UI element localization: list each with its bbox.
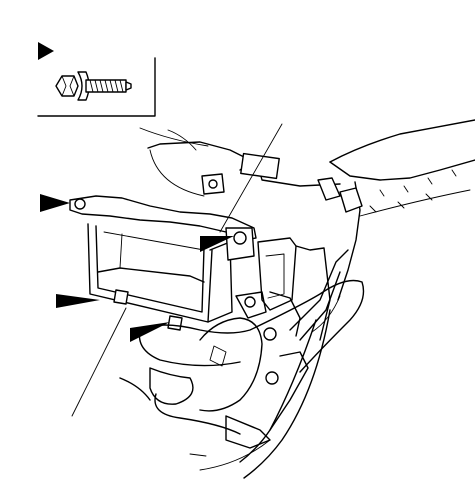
seat-cushion [139, 279, 365, 373]
pocket-tab-left [113, 289, 129, 305]
lower-bracket [225, 415, 271, 449]
dashboard-body [139, 119, 475, 301]
callout-arrow-lower-left [56, 294, 100, 308]
pocket-side-wall [207, 241, 233, 323]
callout-arrows [38, 42, 234, 342]
callout-arrow-lower-center [130, 322, 170, 342]
seat-knob [199, 317, 263, 412]
console-screw [263, 327, 277, 341]
legend-box-border [37, 57, 156, 117]
flange-bolt-icon [55, 71, 132, 101]
right-panel-top [329, 119, 475, 163]
dashboard-pocket [69, 195, 257, 331]
pocket-floor [97, 267, 205, 283]
pocket-front-frame [87, 223, 213, 323]
dash-clip [240, 152, 280, 180]
upper-dash-edge [147, 141, 251, 161]
leader-bottom-left [71, 307, 127, 417]
callout-arrow-legend [38, 42, 54, 60]
callout-arrow-bracket [200, 236, 234, 252]
leader-top-right [219, 123, 283, 233]
fastener-legend [37, 57, 156, 117]
pocket-tab-right [167, 315, 183, 331]
seat-area [119, 279, 365, 479]
console-frame [235, 237, 349, 385]
leader-lines [71, 123, 283, 417]
callout-arrow-upper-left [40, 194, 70, 212]
